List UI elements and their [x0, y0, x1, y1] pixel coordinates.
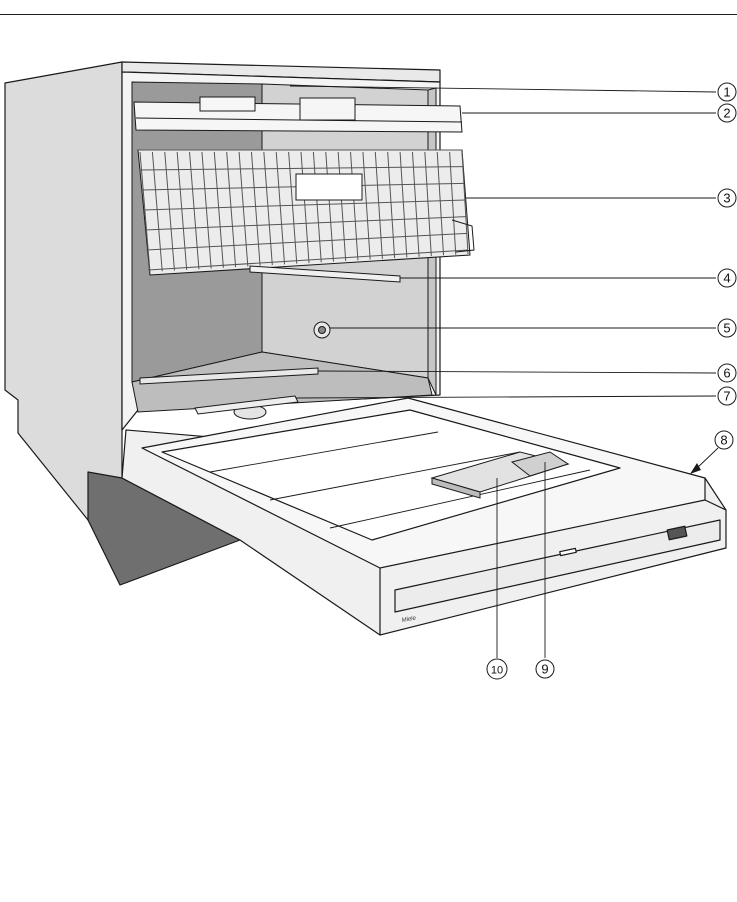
- callout-10-number: 10: [491, 665, 503, 677]
- callout-5: 5: [718, 319, 736, 337]
- callout-8-number: 8: [720, 433, 727, 448]
- callout-9: 9: [536, 660, 554, 678]
- callout-9-number: 9: [541, 662, 548, 677]
- upper-spray-outlet-center: [319, 327, 326, 334]
- callout-1: 1: [718, 83, 736, 101]
- cutlery-tray-handle-right: [300, 98, 355, 120]
- callout-1-number: 1: [723, 85, 730, 100]
- callout-6-number: 6: [723, 366, 730, 381]
- callout-8: 8: [715, 431, 733, 449]
- callout-7: 7: [718, 387, 736, 405]
- callout-4-number: 4: [723, 271, 730, 286]
- cutlery-tray-handle-left: [200, 97, 255, 111]
- leader-arrow-8: [690, 463, 701, 474]
- cutlery-tray-body: [134, 102, 462, 132]
- callout-3-number: 3: [723, 191, 730, 206]
- callout-3: 3: [718, 189, 736, 207]
- door: [122, 398, 726, 635]
- upper-basket-label-plate: [296, 174, 362, 200]
- callout-2: 2: [718, 104, 736, 122]
- callout-6: 6: [718, 364, 736, 382]
- callout-7-number: 7: [723, 389, 730, 404]
- callout-4: 4: [718, 269, 736, 287]
- callout-5-number: 5: [723, 321, 730, 336]
- callout-2-number: 2: [723, 106, 730, 121]
- upper-basket: [138, 150, 474, 275]
- callout-10: 10: [487, 659, 507, 679]
- cabinet-side-panel: [5, 62, 122, 520]
